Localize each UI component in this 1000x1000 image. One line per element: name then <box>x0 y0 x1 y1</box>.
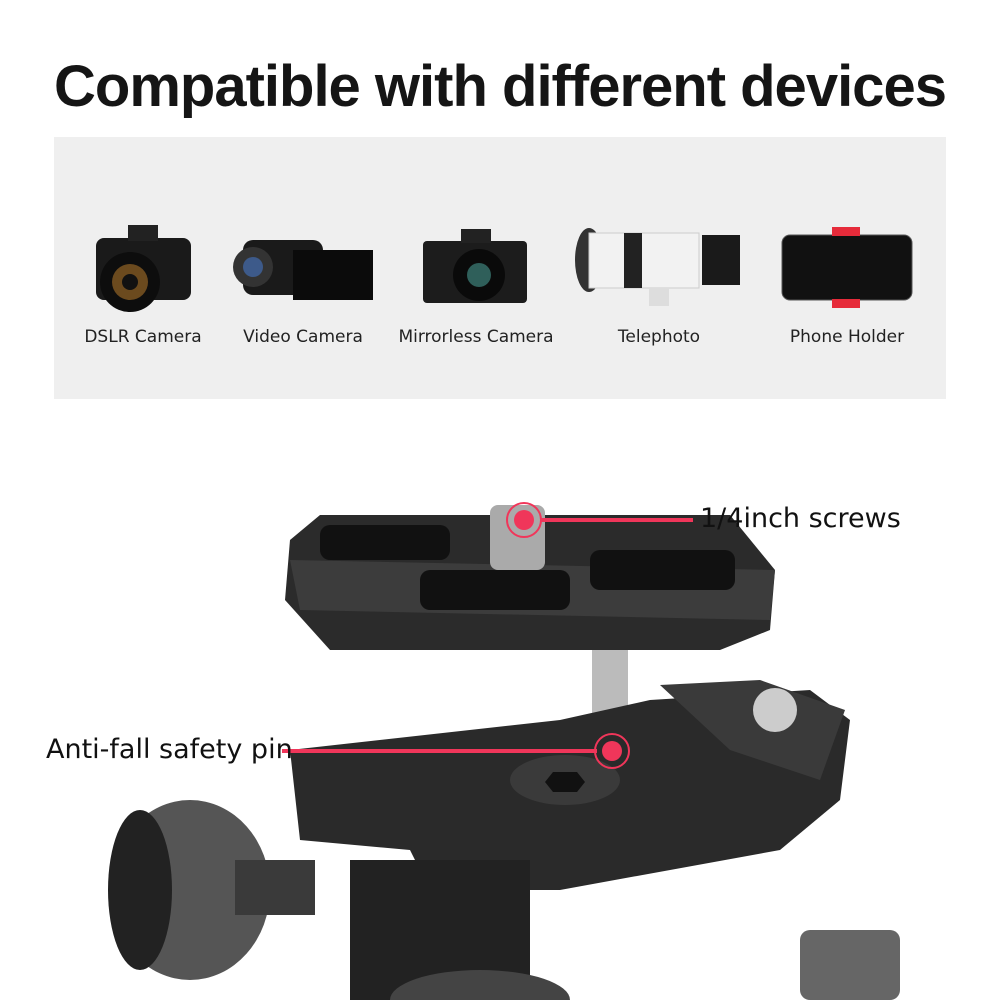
devices-panel: DSLR Camera Video Camera Mirrorless Came… <box>54 137 946 399</box>
tripod-head-illustration <box>108 502 900 1000</box>
page-title: Compatible with different devices <box>54 54 947 119</box>
screw-callout-marker <box>506 502 693 538</box>
device-dslr: DSLR Camera <box>58 217 228 347</box>
mirrorless-camera-icon <box>423 229 527 303</box>
video-camera-icon <box>233 239 373 300</box>
pin-callout-marker <box>282 733 630 769</box>
telephoto-lens-icon <box>575 227 740 306</box>
phone-holder-icon <box>781 226 912 308</box>
device-mirrorless: Mirrorless Camera <box>391 217 561 347</box>
device-video-camera: Video Camera <box>218 217 388 347</box>
safety-pin-callout-label: Anti-fall safety pin <box>46 734 293 765</box>
dslr-camera-icon <box>96 224 191 312</box>
device-telephoto: Telephoto <box>574 217 744 347</box>
device-phone-holder: Phone Holder <box>762 217 932 347</box>
screws-callout-label: 1/4inch screws <box>700 503 901 534</box>
device-label: Telephoto <box>617 327 701 347</box>
device-label: Video Camera <box>243 327 363 347</box>
device-label: Mirrorless Camera <box>398 327 554 347</box>
device-label: Phone Holder <box>789 327 905 347</box>
device-label: DSLR Camera <box>84 327 202 347</box>
